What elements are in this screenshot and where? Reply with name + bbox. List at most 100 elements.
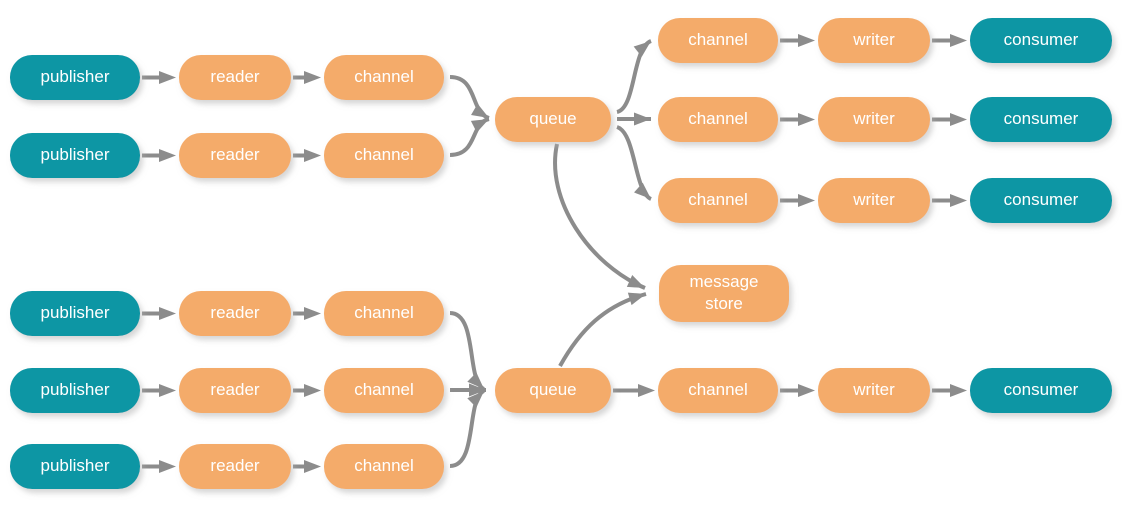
arrow-head (798, 34, 815, 47)
node-shape-internal[interactable] (818, 368, 930, 413)
edge-ch-b1-to-q-bot (449, 311, 486, 391)
node-shape-internal[interactable] (818, 18, 930, 63)
node-q-top[interactable]: queue (495, 97, 611, 142)
arrow-head (304, 460, 321, 473)
edge-pub-t2-to-rd-t2 (142, 149, 176, 162)
node-ch-b2[interactable]: channel (324, 368, 444, 413)
arrow-head (634, 112, 651, 126)
node-shape-internal[interactable] (179, 444, 291, 489)
node-pub-b3[interactable]: publisher (10, 444, 140, 489)
node-rd-t2[interactable]: reader (179, 133, 291, 178)
edge-q-bot-to-ch-b4 (613, 384, 655, 397)
arrow-head (159, 149, 176, 162)
node-shape-internal[interactable] (495, 368, 611, 413)
node-con-b4[interactable]: consumer (970, 368, 1112, 413)
arrow-head (638, 384, 655, 397)
edge-wr-o1-to-con-o1 (932, 34, 967, 47)
node-shape-internal[interactable] (818, 178, 930, 223)
node-shape-internal[interactable] (658, 178, 778, 223)
node-shape-internal[interactable] (658, 97, 778, 142)
node-con-o2[interactable]: consumer (970, 97, 1112, 142)
node-con-o3[interactable]: consumer (970, 178, 1112, 223)
edge-q-top-to-store (553, 143, 646, 290)
node-ch-b1[interactable]: channel (324, 291, 444, 336)
arrow-head (798, 384, 815, 397)
node-shape-endpoint[interactable] (10, 133, 140, 178)
node-shape-endpoint[interactable] (970, 178, 1112, 223)
node-shape-endpoint[interactable] (10, 368, 140, 413)
node-wr-b4[interactable]: writer (818, 368, 930, 413)
arrow-head (304, 149, 321, 162)
arrow-head (304, 307, 321, 320)
node-shape-internal[interactable] (658, 368, 778, 413)
arrow-head (470, 119, 489, 133)
node-ch-t2[interactable]: channel (324, 133, 444, 178)
edge-rd-b2-to-ch-b2 (293, 384, 321, 397)
arrow-head (626, 275, 645, 288)
node-rd-b1[interactable]: reader (179, 291, 291, 336)
node-shape-endpoint[interactable] (10, 444, 140, 489)
node-ch-b4[interactable]: channel (658, 368, 778, 413)
edge-rd-t2-to-ch-t2 (293, 149, 321, 162)
node-rd-t1[interactable]: reader (179, 55, 291, 100)
node-q-bot[interactable]: queue (495, 368, 611, 413)
edge-ch-o3-to-wr-o3 (780, 194, 815, 207)
arrow-head (304, 71, 321, 84)
node-shape-endpoint[interactable] (10, 55, 140, 100)
node-ch-o2[interactable]: channel (658, 97, 778, 142)
arrow-head (798, 194, 815, 207)
node-shape-internal[interactable] (179, 291, 291, 336)
node-shape-internal[interactable] (324, 368, 444, 413)
node-pub-t2[interactable]: publisher (10, 133, 140, 178)
arrow-head (467, 391, 484, 408)
edge-line (449, 389, 486, 468)
node-shape-internal[interactable] (324, 291, 444, 336)
node-wr-o2[interactable]: writer (818, 97, 930, 142)
node-pub-b2[interactable]: publisher (10, 368, 140, 413)
node-shape-endpoint[interactable] (970, 18, 1112, 63)
edge-ch-b2-to-q-bot (450, 383, 486, 397)
node-shape-internal[interactable] (179, 133, 291, 178)
edge-q-top-to-ch-o2 (617, 112, 651, 126)
node-shape-internal[interactable] (658, 18, 778, 63)
node-shape-internal[interactable] (179, 55, 291, 100)
node-rd-b3[interactable]: reader (179, 444, 291, 489)
edge-line (615, 125, 653, 201)
edge-line (553, 143, 646, 290)
nodes-layer: publisher reader channel publisher reader cha… (10, 18, 1112, 489)
arrow-head (159, 460, 176, 473)
edge-wr-o2-to-con-o2 (932, 113, 967, 126)
node-rd-b2[interactable]: reader (179, 368, 291, 413)
edge-ch-b3-to-q-bot (449, 389, 486, 468)
node-shape-internal[interactable] (179, 368, 291, 413)
arrow-head (467, 372, 484, 389)
node-wr-o3[interactable]: writer (818, 178, 930, 223)
node-shape-endpoint[interactable] (970, 97, 1112, 142)
node-shape-internal[interactable] (324, 133, 444, 178)
node-shape-internal[interactable] (659, 265, 789, 322)
arrow-head (950, 194, 967, 207)
arrow-head (633, 41, 651, 57)
node-pub-b1[interactable]: publisher (10, 291, 140, 336)
node-shape-internal[interactable] (818, 97, 930, 142)
node-pub-t1[interactable]: publisher (10, 55, 140, 100)
node-wr-o1[interactable]: writer (818, 18, 930, 63)
node-shape-endpoint[interactable] (10, 291, 140, 336)
node-ch-o1[interactable]: channel (658, 18, 778, 63)
node-shape-internal[interactable] (495, 97, 611, 142)
edge-ch-o2-to-wr-o2 (780, 113, 815, 126)
edge-line (449, 311, 486, 391)
node-ch-b3[interactable]: channel (324, 444, 444, 489)
edge-ch-t2-to-q-top (449, 117, 490, 157)
node-shape-endpoint[interactable] (970, 368, 1112, 413)
node-ch-t1[interactable]: channel (324, 55, 444, 100)
arrow-head (798, 113, 815, 126)
node-shape-internal[interactable] (324, 444, 444, 489)
node-shape-internal[interactable] (324, 55, 444, 100)
node-con-o1[interactable]: consumer (970, 18, 1112, 63)
node-ch-o3[interactable]: channel (658, 178, 778, 223)
edge-q-bot-to-store (558, 292, 647, 367)
edge-ch-b4-to-wr-b4 (780, 384, 815, 397)
